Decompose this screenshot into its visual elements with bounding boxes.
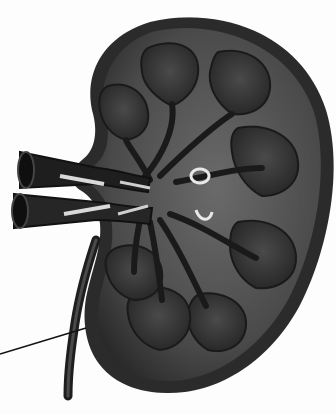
artery-lumen — [12, 194, 28, 228]
vein-lumen — [18, 152, 34, 188]
